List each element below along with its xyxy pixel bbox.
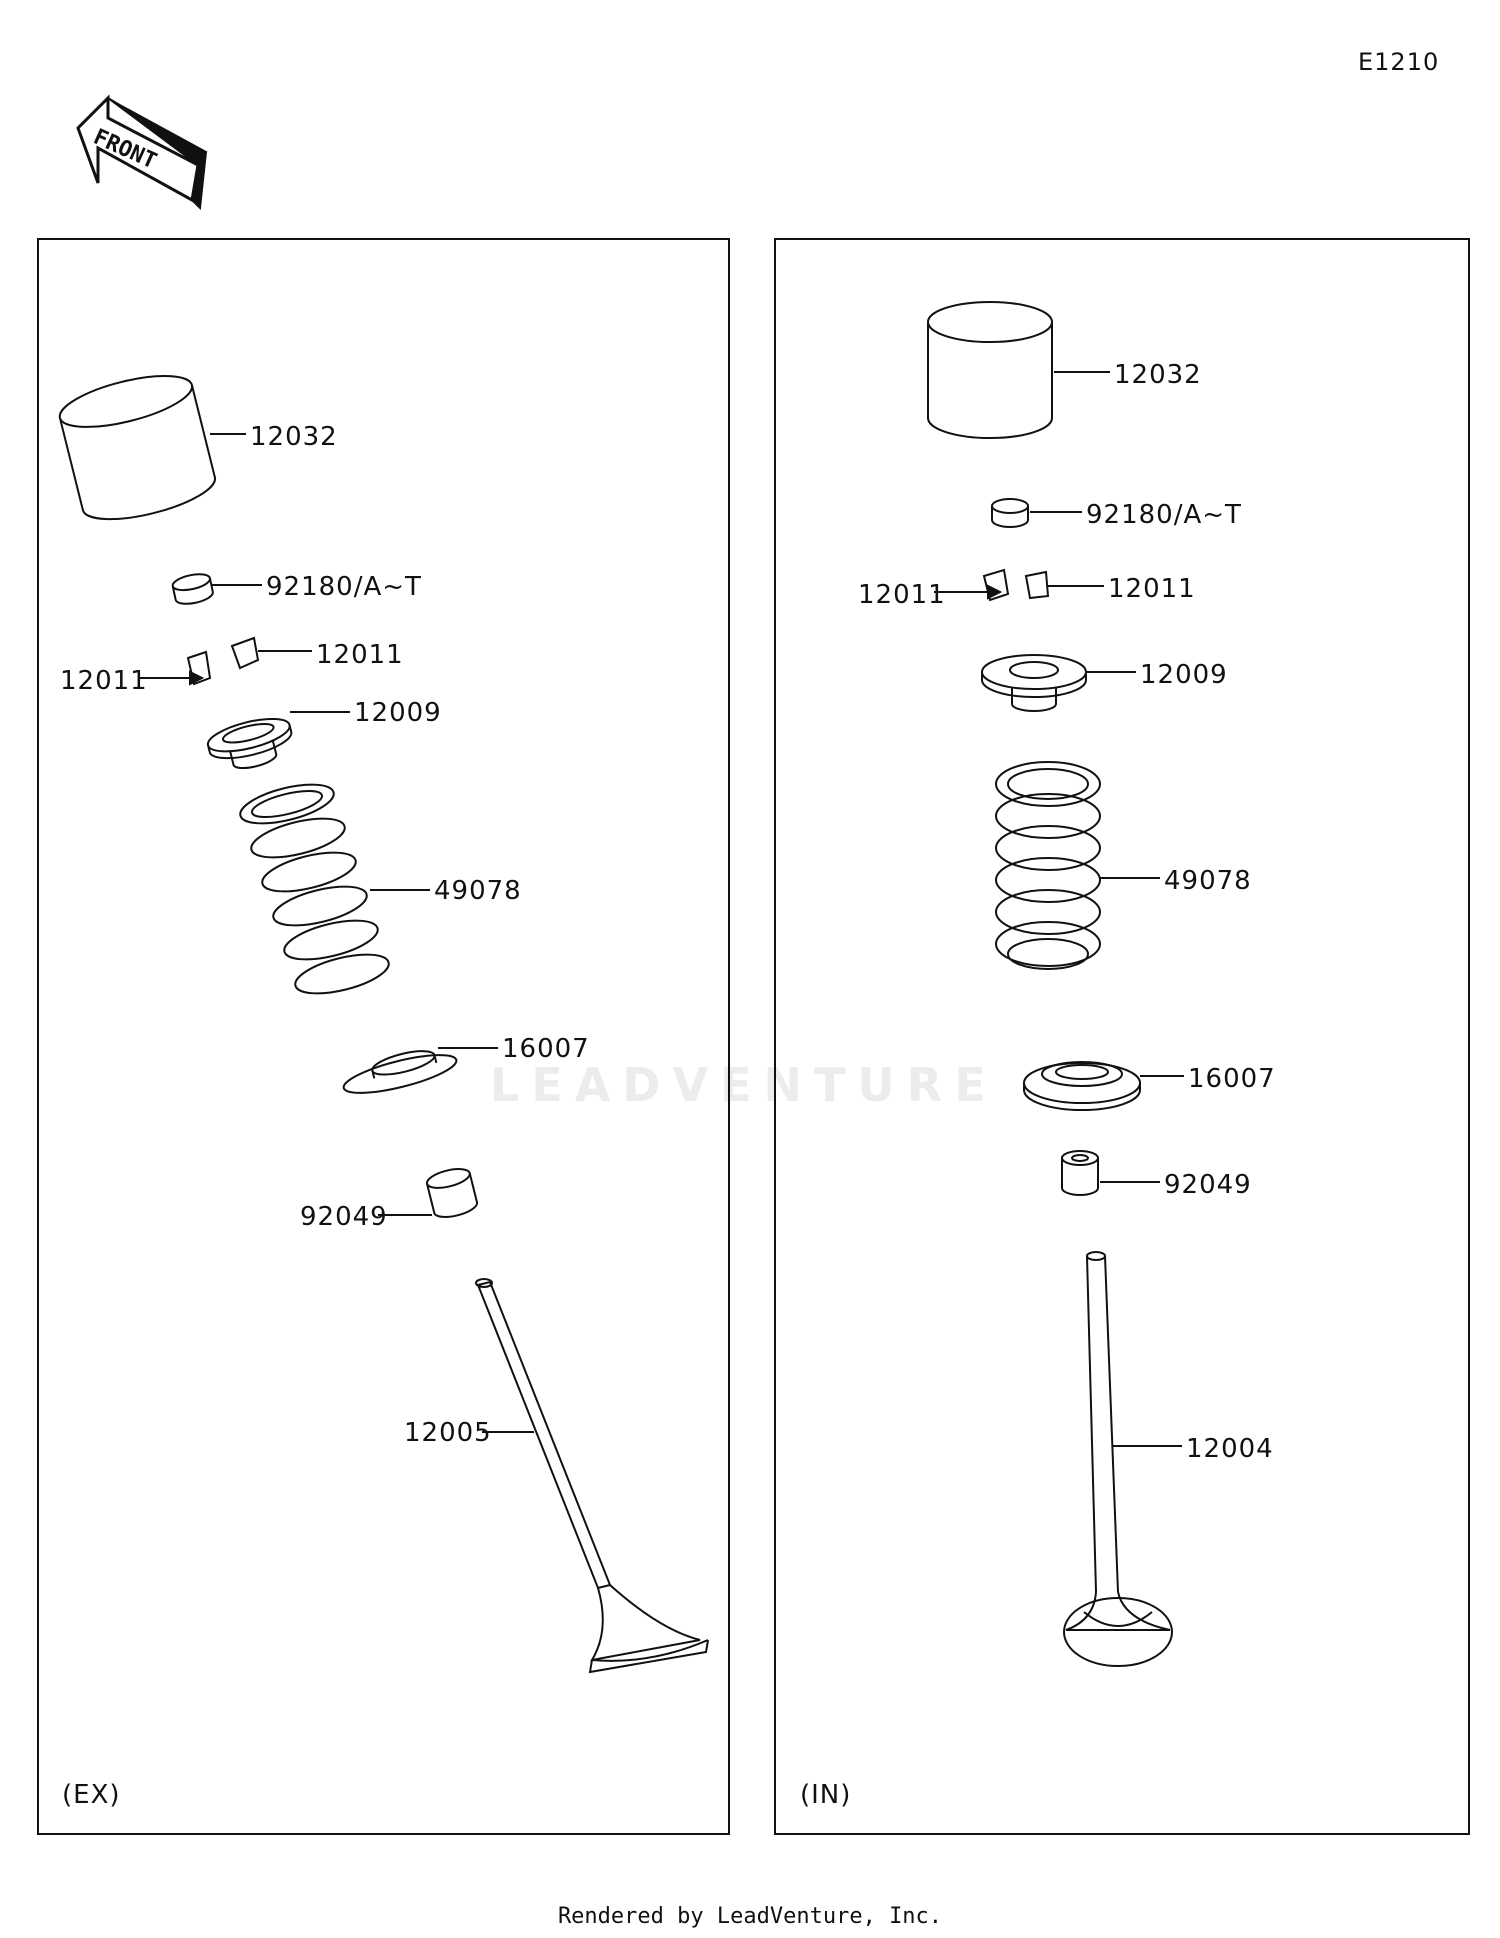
in-seal-label: 92049 [1164,1170,1252,1200]
ex-retainer-label: 12009 [354,698,442,728]
in-tappet-icon [927,301,1053,439]
front-arrow-icon: FRONT [76,94,208,211]
in-seat-icon [1023,1061,1141,1111]
ex-retainer-icon [206,717,293,770]
panel-exhaust [37,238,730,1835]
in-spring-label: 49078 [1164,866,1252,896]
ex-shim-icon [171,573,214,605]
ex-spring-icon [239,783,390,995]
in-cotter-right-label: 12011 [1108,574,1196,604]
in-panel-caption: (IN) [800,1780,852,1810]
in-retainer-label: 12009 [1140,660,1228,690]
in-shim-icon [991,498,1029,528]
in-shim-label: 92180/A~T [1086,500,1242,530]
ex-tappet-label: 12032 [250,422,338,452]
in-valve-icon [1063,1251,1173,1667]
ex-spring-label: 49078 [434,876,522,906]
ex-valve-label: 12005 [404,1418,492,1448]
watermark: LEADVENTURE [490,1058,998,1112]
in-spring-icon [995,761,1101,970]
ex-tappet-icon [58,375,217,521]
ex-cotter-left-label: 12011 [60,666,148,696]
in-seal-icon [1061,1150,1099,1196]
in-cotter-left-label: 12011 [858,580,946,610]
ex-seat-icon [342,1050,458,1094]
ex-shim-label: 92180/A~T [266,572,422,602]
ex-panel-caption: (EX) [62,1780,121,1810]
ex-seal-label: 92049 [300,1202,388,1232]
diagram-code: E1210 [1358,48,1440,76]
in-seat-label: 16007 [1188,1064,1276,1094]
in-cotter-right-icon [1024,570,1050,600]
panel-intake [774,238,1470,1835]
in-valve-label: 12004 [1186,1434,1274,1464]
ex-cotter-right-icon [230,636,260,670]
footer-credit: Rendered by LeadVenture, Inc. [557,1904,943,1929]
ex-seal-icon [425,1168,478,1218]
ex-seat-label: 16007 [502,1034,590,1064]
ex-valve-icon [475,1278,709,1674]
ex-cotter-right-label: 12011 [316,640,404,670]
in-retainer-icon [981,654,1087,712]
in-tappet-label: 12032 [1114,360,1202,390]
